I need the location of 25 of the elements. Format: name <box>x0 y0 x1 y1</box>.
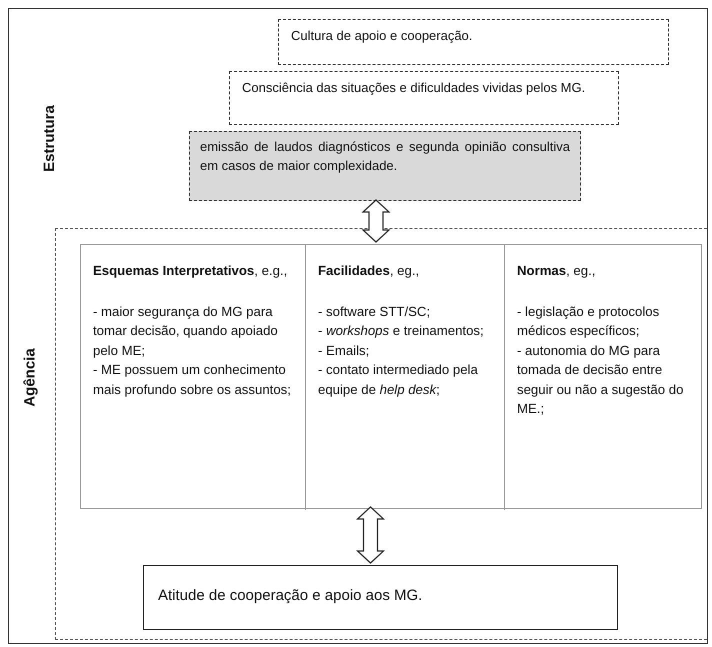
list-item: - ME possuem um conhecimento mais profundo sobre os assuntos; <box>93 361 292 399</box>
list-item: - workshops e treinamentos; <box>318 322 485 340</box>
list-item: - contato intermediado pela equipe de help desk; <box>318 361 479 399</box>
box-text: Consciência das situações e dificuldades vividas pelos MG. <box>242 79 586 97</box>
section-label: Estrutura <box>40 104 58 172</box>
cell-heading: Normas, eg., <box>517 262 596 280</box>
cell-heading: Esquemas Interpretativos, e.g., <box>93 262 288 280</box>
list-item: - maior segurança do MG para tomar decisão, quando apoiado pelo ME; <box>93 302 279 360</box>
dashed-box <box>229 71 619 125</box>
list-item: - Emails; <box>318 342 370 360</box>
text-box <box>143 565 618 630</box>
double-arrow <box>356 506 386 564</box>
box-text: emissão de laudos diagnósticos e segunda opinião consultiva em casos de maior complexidade. <box>200 138 570 175</box>
box-text: Atitude de cooperação e apoio aos MG. <box>158 586 424 605</box>
section-label: Agência <box>22 348 39 406</box>
double-arrow <box>361 199 391 243</box>
box-text: Cultura de apoio e cooperação. <box>291 27 474 45</box>
list-item: - autonomia do MG para tomada de decisão entre seguir ou não a sugestão do ME.; <box>517 342 684 418</box>
table-frame <box>80 244 702 509</box>
list-item: - software STT/SC; <box>318 302 432 320</box>
dashed-box <box>278 19 669 65</box>
shaded-dashed-box <box>189 131 581 201</box>
cell-heading: Facilidades, eg., <box>318 262 420 280</box>
frame-border <box>8 8 708 644</box>
list-item: - legislação e protocolos médicos específicos; <box>517 302 660 340</box>
